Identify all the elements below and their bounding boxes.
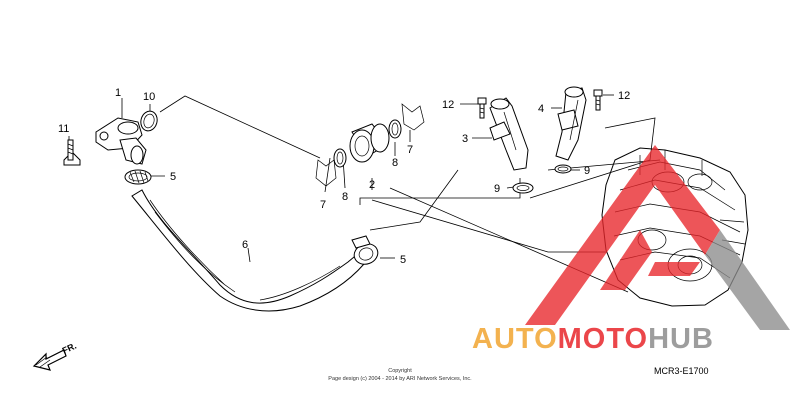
- watermark-text: AUTOMOTOHUB: [472, 323, 714, 355]
- callout-10: 10: [143, 91, 155, 103]
- callout-2: 2: [369, 179, 375, 191]
- bolt-12-right: [593, 89, 603, 111]
- watermark-triangle-gray: [705, 230, 790, 330]
- clip-7-left: [315, 159, 337, 187]
- hose-clamp-5-upper: [124, 169, 152, 185]
- watermark-text-part1: AUTO: [472, 323, 558, 355]
- callout-9-right: 9: [584, 165, 590, 177]
- watermark-logo: [525, 145, 790, 330]
- watermark-triangle-inner: [600, 230, 652, 290]
- copyright-line-1: Copyright: [388, 368, 412, 374]
- callout-5-lower: 5: [400, 254, 406, 266]
- bolt-11: [63, 139, 81, 166]
- callout-7-right: 7: [407, 144, 413, 156]
- callout-9-left: 9: [494, 183, 500, 195]
- watermark-text-part3: HUB: [648, 323, 714, 355]
- callout-11: 11: [58, 123, 69, 135]
- hose-clamp-5-lower: [351, 235, 379, 265]
- copyright-block: Copyright Page design (c) 2004 - 2014 by…: [328, 368, 472, 382]
- callout-7-left: 7: [320, 199, 326, 211]
- callout-4: 4: [538, 103, 544, 115]
- water-pipe-3: [489, 97, 529, 171]
- clip-7-right: [401, 103, 425, 131]
- o-ring-10: [140, 110, 158, 132]
- callout-labels: 1 10 11 5 6 5 7 8 2 8 7 12 3 9 4 12 9: [58, 87, 630, 266]
- callout-12-right: 12: [618, 90, 630, 102]
- water-joint-pipe-2: [349, 123, 390, 163]
- water-pipe-4: [555, 86, 587, 161]
- o-ring-9-right: [554, 164, 572, 174]
- callout-3: 3: [462, 133, 468, 145]
- callout-8-left: 8: [342, 191, 348, 203]
- callout-6: 6: [242, 239, 248, 251]
- watermark-slash: [648, 262, 700, 276]
- o-ring-9-left: [512, 182, 534, 194]
- copyright-line-2: Page design (c) 2004 - 2014 by ARI Netwo…: [328, 376, 472, 382]
- diagram-code: MCR3-E1700: [654, 366, 709, 376]
- svg-text:AUTOMOTOHUB: AUTOMOTOHUB: [472, 323, 714, 355]
- front-direction-indicator: FR.: [32, 341, 78, 371]
- o-ring-8-left: [333, 148, 347, 168]
- callout-5-upper: 5: [170, 171, 176, 183]
- front-direction-label: FR.: [61, 341, 78, 356]
- o-ring-8-right: [388, 119, 402, 139]
- watermark-text-part2: MOTO: [558, 323, 648, 355]
- callout-12-left: 12: [442, 99, 454, 111]
- watermark-triangle-red: [525, 145, 720, 325]
- bolt-12-left: [477, 97, 487, 119]
- callout-8-right: 8: [392, 157, 398, 169]
- water-outlet-housing-1: [95, 117, 147, 165]
- callout-1: 1: [115, 87, 121, 99]
